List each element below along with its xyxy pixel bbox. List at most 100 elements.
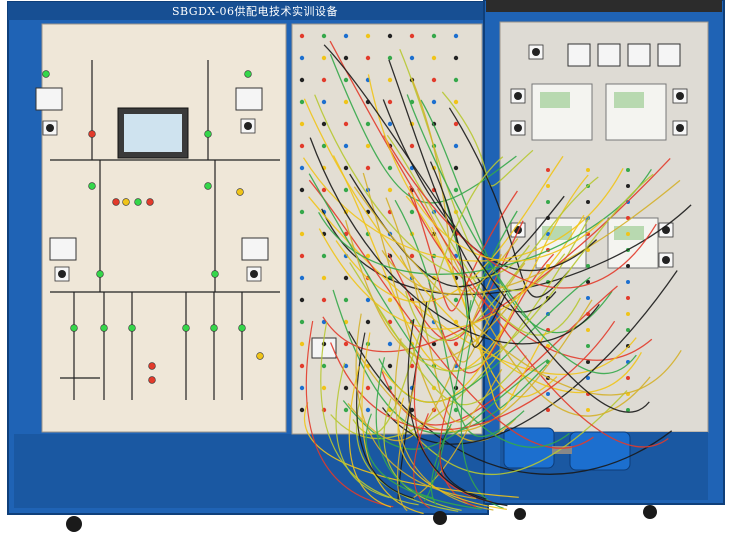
patch-socket: [387, 77, 393, 83]
patch-socket: [343, 187, 349, 193]
patch-socket: [343, 99, 349, 105]
patch-wire: [404, 176, 599, 341]
patch-socket: [546, 232, 550, 236]
patch-socket: [299, 33, 305, 39]
indicator-light: [211, 270, 219, 278]
patch-socket: [299, 407, 305, 413]
patch-wire: [397, 390, 628, 476]
protection-relays: [531, 83, 667, 269]
patch-wire: [416, 188, 651, 417]
patch-socket: [546, 408, 550, 412]
switch-knob: [58, 270, 66, 278]
indicator-light: [204, 130, 212, 138]
patch-socket: [626, 232, 630, 236]
patch-socket: [299, 187, 305, 193]
patch-socket: [299, 297, 305, 303]
patch-socket: [546, 168, 550, 172]
patch-wire: [355, 299, 593, 433]
patch-socket: [453, 99, 459, 105]
patch-wire: [381, 179, 681, 295]
patch-wire: [405, 195, 558, 398]
patch-socket: [409, 253, 415, 259]
patch-socket: [299, 165, 305, 171]
patch-socket: [321, 385, 327, 391]
patch-socket: [387, 121, 393, 127]
patch-socket: [299, 275, 305, 281]
patch-wire: [430, 423, 452, 506]
patch-wire: [305, 320, 394, 508]
patch-socket: [365, 297, 371, 303]
patch-socket: [626, 408, 630, 412]
patch-socket: [387, 363, 393, 369]
switch-knob: [244, 122, 252, 130]
patch-socket: [387, 297, 393, 303]
patch-socket: [586, 408, 590, 412]
indicator-light: [88, 130, 96, 138]
patch-wire: [352, 156, 504, 435]
patch-socket: [546, 184, 550, 188]
patch-wire: [431, 226, 547, 411]
patch-socket: [299, 319, 305, 325]
patch-socket: [453, 55, 459, 61]
patch-socket: [453, 297, 459, 303]
patch-socket: [365, 407, 371, 413]
indicator-light: [182, 324, 190, 332]
patch-socket: [343, 143, 349, 149]
patch-socket: [299, 143, 305, 149]
patch-socket: [299, 55, 305, 61]
patch-wire: [308, 173, 570, 448]
indicator-lights: [42, 70, 264, 384]
indicator-light: [122, 198, 130, 206]
patch-socket: [453, 143, 459, 149]
patch-socket: [409, 143, 415, 149]
indicator-light: [146, 198, 154, 206]
busbar-lines: [50, 60, 280, 400]
patch-socket: [387, 165, 393, 171]
patch-socket: [343, 407, 349, 413]
patch-socket: [453, 33, 459, 39]
patch-socket: [626, 344, 630, 348]
patch-socket: [343, 363, 349, 369]
patch-socket: [299, 77, 305, 83]
patch-socket: [431, 99, 437, 105]
indicator-light: [112, 198, 120, 206]
patch-socket: [299, 99, 305, 105]
patch-socket: [343, 165, 349, 171]
indicator-light: [204, 182, 212, 190]
patch-socket: [321, 77, 327, 83]
patch-wire: [423, 300, 472, 502]
indicator-light: [238, 324, 246, 332]
switch-knob: [676, 92, 684, 100]
patch-socket: [321, 363, 327, 369]
patch-wire: [322, 157, 671, 353]
patch-wire: [356, 332, 415, 499]
patch-socket: [321, 143, 327, 149]
patch-socket: [431, 55, 437, 61]
patch-wire: [320, 321, 419, 506]
indicator-light: [210, 324, 218, 332]
patch-wire: [318, 168, 652, 275]
switch-knob: [46, 124, 54, 132]
patch-wire: [353, 186, 682, 396]
patch-socket: [626, 184, 630, 188]
indicator-light: [88, 182, 96, 190]
patch-wire: [429, 161, 507, 348]
patch-socket: [586, 376, 590, 380]
switch-knob: [514, 124, 522, 132]
cabinet-title: SBGDX-06供配电技术实训设备: [171, 5, 339, 18]
patch-socket: [626, 296, 630, 300]
indicator-light: [236, 188, 244, 196]
patch-wire: [332, 289, 548, 435]
switch-knob: [662, 256, 670, 264]
patch-socket: [321, 297, 327, 303]
patch-socket: [387, 341, 393, 347]
patch-socket: [365, 55, 371, 61]
switch-knob: [676, 124, 684, 132]
patch-socket: [365, 165, 371, 171]
indicator-light: [148, 362, 156, 370]
patch-socket: [626, 328, 630, 332]
patch-socket: [626, 312, 630, 316]
patch-socket: [453, 165, 459, 171]
indicator-light: [70, 324, 78, 332]
